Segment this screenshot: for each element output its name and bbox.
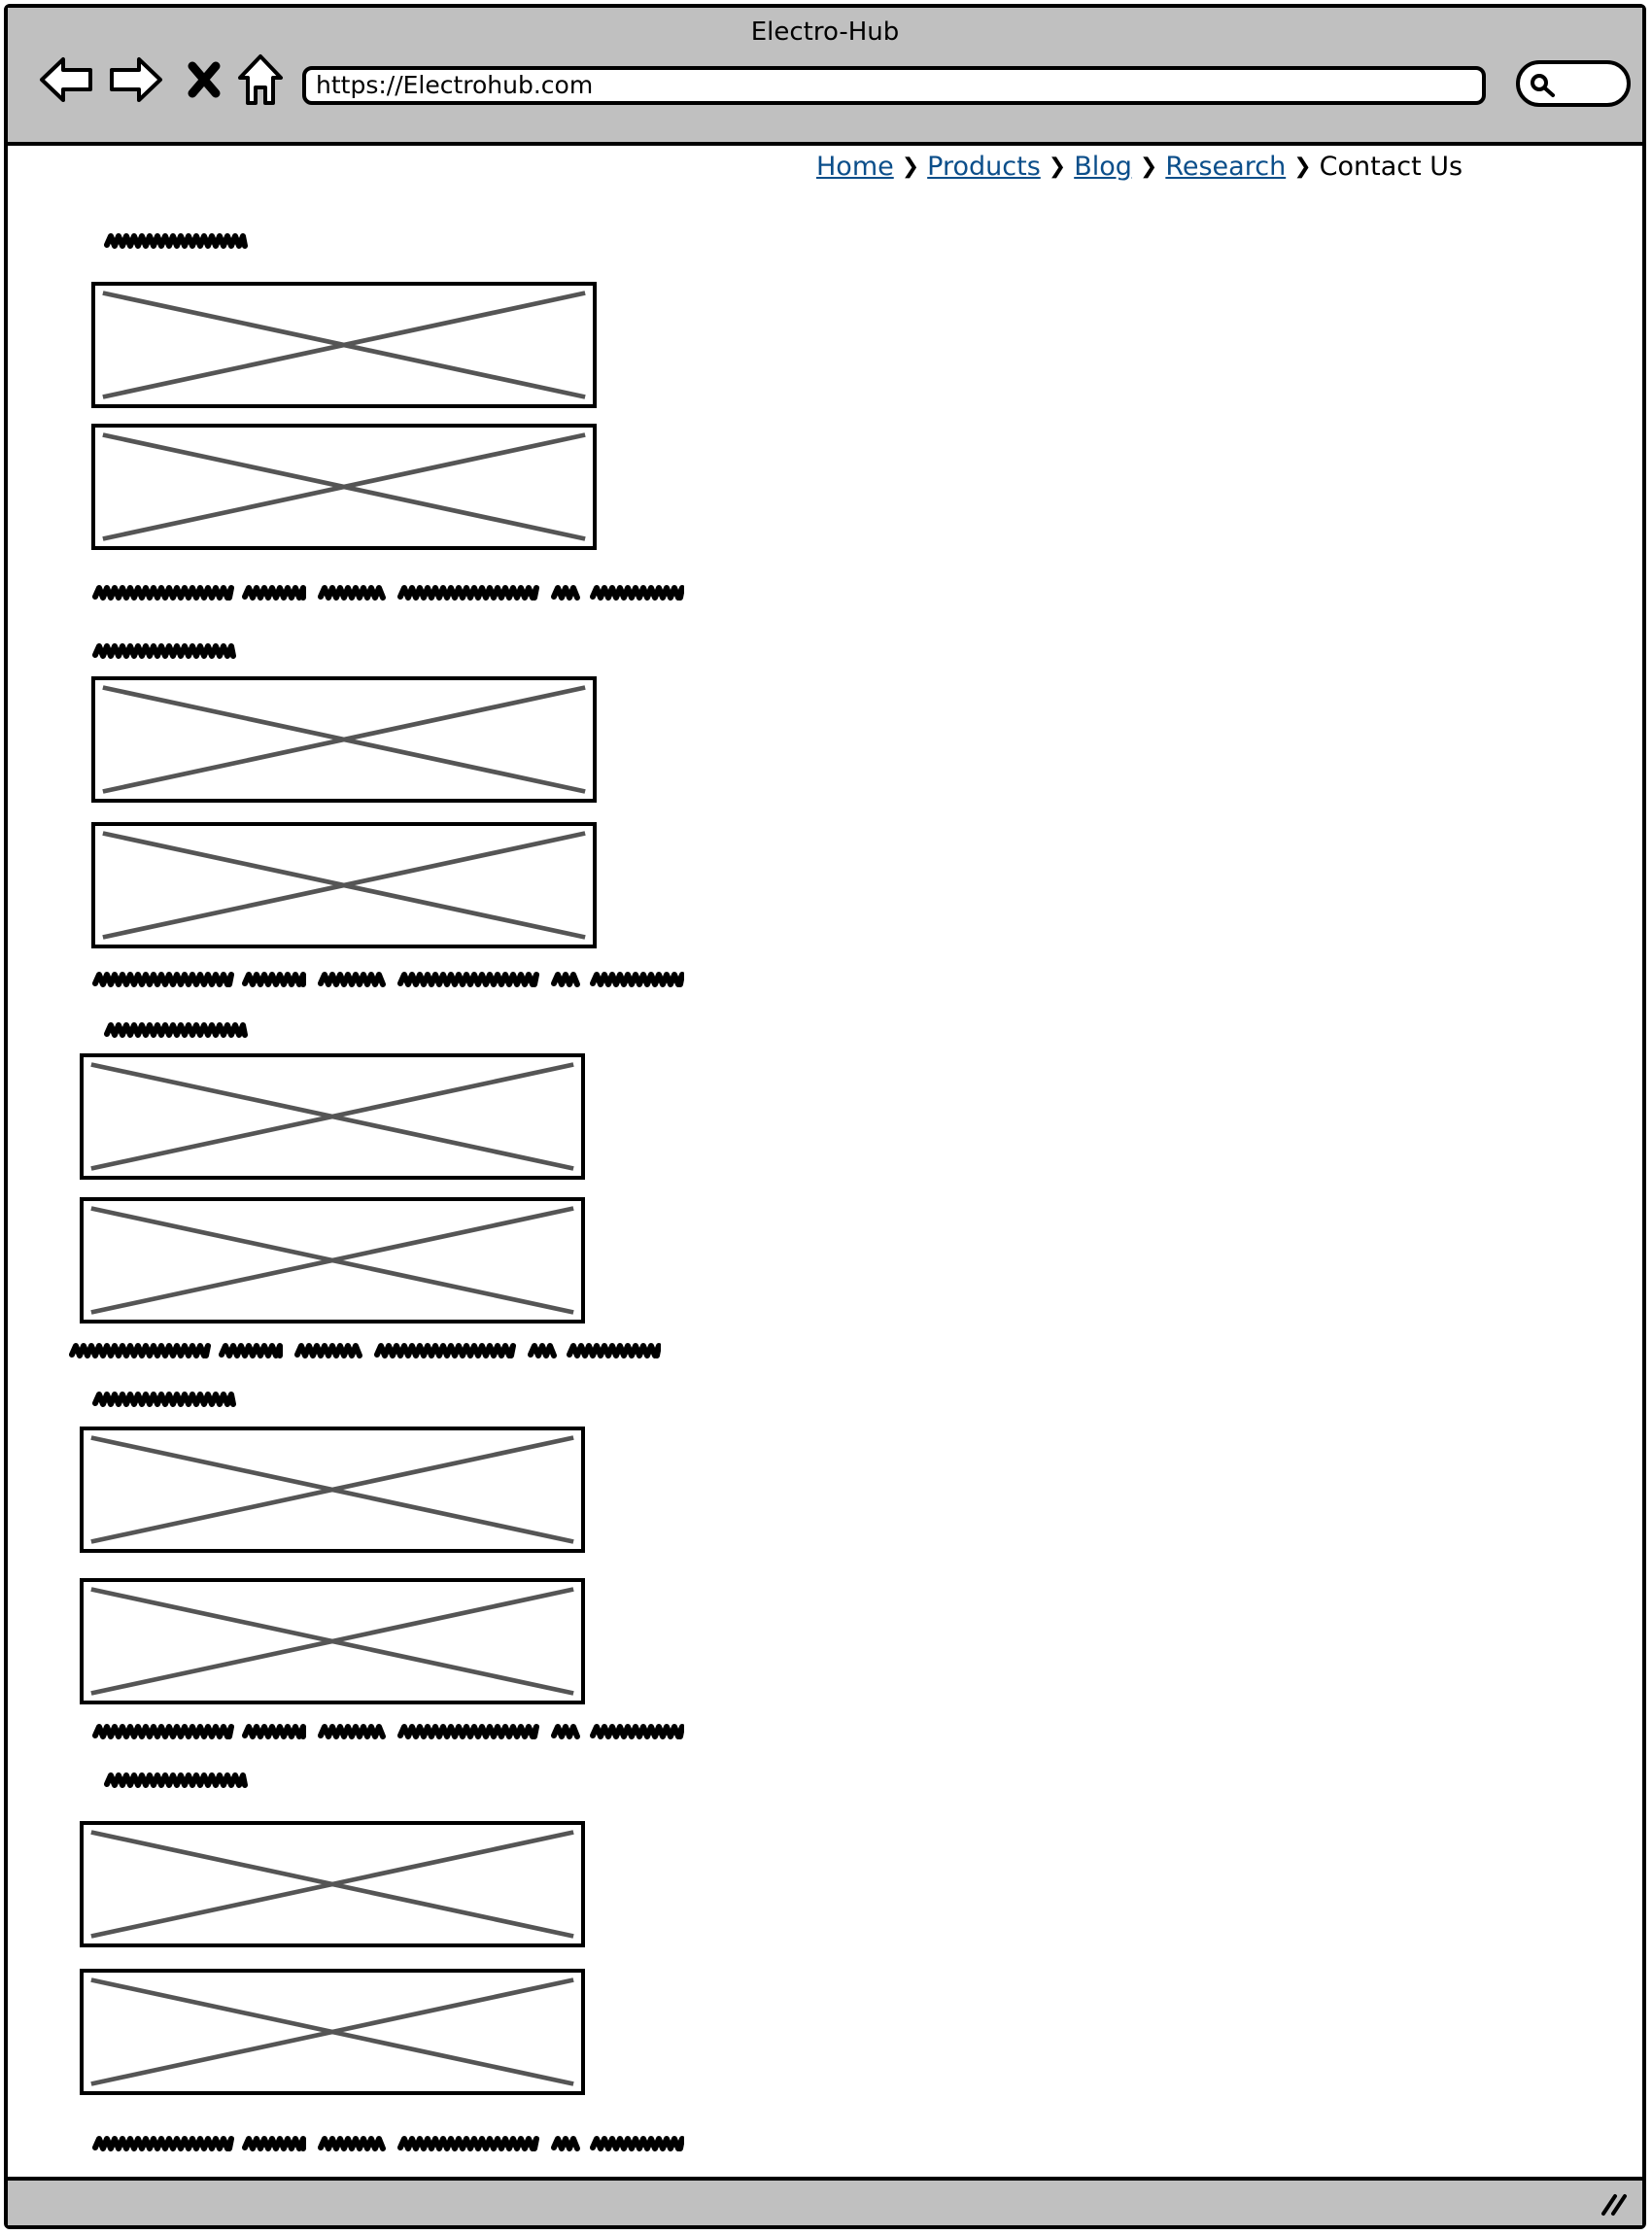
search-icon <box>1531 74 1555 97</box>
chevron-right-icon: ❯ <box>1048 155 1067 179</box>
section-heading-placeholder <box>91 1388 237 1415</box>
image-placeholder <box>80 1821 585 1947</box>
section-heading-placeholder <box>103 1769 249 1796</box>
breadcrumb: Home ❯ Products ❯ Blog ❯ Research ❯ Cont… <box>816 152 1463 182</box>
section-heading-placeholder <box>103 1018 249 1046</box>
image-placeholder <box>91 424 597 550</box>
chevron-right-icon: ❯ <box>1139 155 1158 179</box>
forward-arrow-icon[interactable] <box>105 49 167 111</box>
paragraph-placeholder <box>91 968 685 995</box>
image-placeholder <box>91 822 597 948</box>
image-placeholder <box>80 1578 585 1704</box>
paragraph-placeholder <box>91 2132 685 2159</box>
paragraph-placeholder <box>91 581 685 608</box>
image-placeholder <box>80 1197 585 1324</box>
image-placeholder <box>80 1969 585 2095</box>
window-title: Electro-Hub <box>750 17 900 47</box>
image-placeholder <box>80 1053 585 1180</box>
resize-grip-icon[interactable] <box>1600 2190 1629 2218</box>
browser-window: Electro-Hub https://Electrohub.com Home … <box>4 4 1646 2229</box>
browser-toolbar: Electro-Hub https://Electrohub.com <box>8 8 1642 146</box>
breadcrumb-current: Contact Us <box>1319 152 1463 182</box>
chevron-right-icon: ❯ <box>901 155 920 179</box>
section-heading-placeholder <box>91 639 237 667</box>
stop-icon[interactable] <box>173 49 235 111</box>
breadcrumb-link-home[interactable]: Home <box>816 152 894 182</box>
search-field[interactable] <box>1516 60 1631 107</box>
breadcrumb-link-research[interactable]: Research <box>1165 152 1287 182</box>
paragraph-placeholder <box>91 1720 685 1747</box>
breadcrumb-link-blog[interactable]: Blog <box>1074 152 1132 182</box>
section-heading-placeholder <box>103 229 249 257</box>
back-arrow-icon[interactable] <box>35 49 97 111</box>
image-placeholder <box>80 1427 585 1553</box>
status-bar <box>8 2177 1642 2225</box>
image-placeholder <box>91 676 597 803</box>
home-icon[interactable] <box>229 49 292 111</box>
image-placeholder <box>91 282 597 408</box>
breadcrumb-link-products[interactable]: Products <box>927 152 1041 182</box>
paragraph-placeholder <box>68 1339 662 1366</box>
chevron-right-icon: ❯ <box>1293 155 1312 179</box>
address-bar[interactable]: https://Electrohub.com <box>302 66 1486 105</box>
